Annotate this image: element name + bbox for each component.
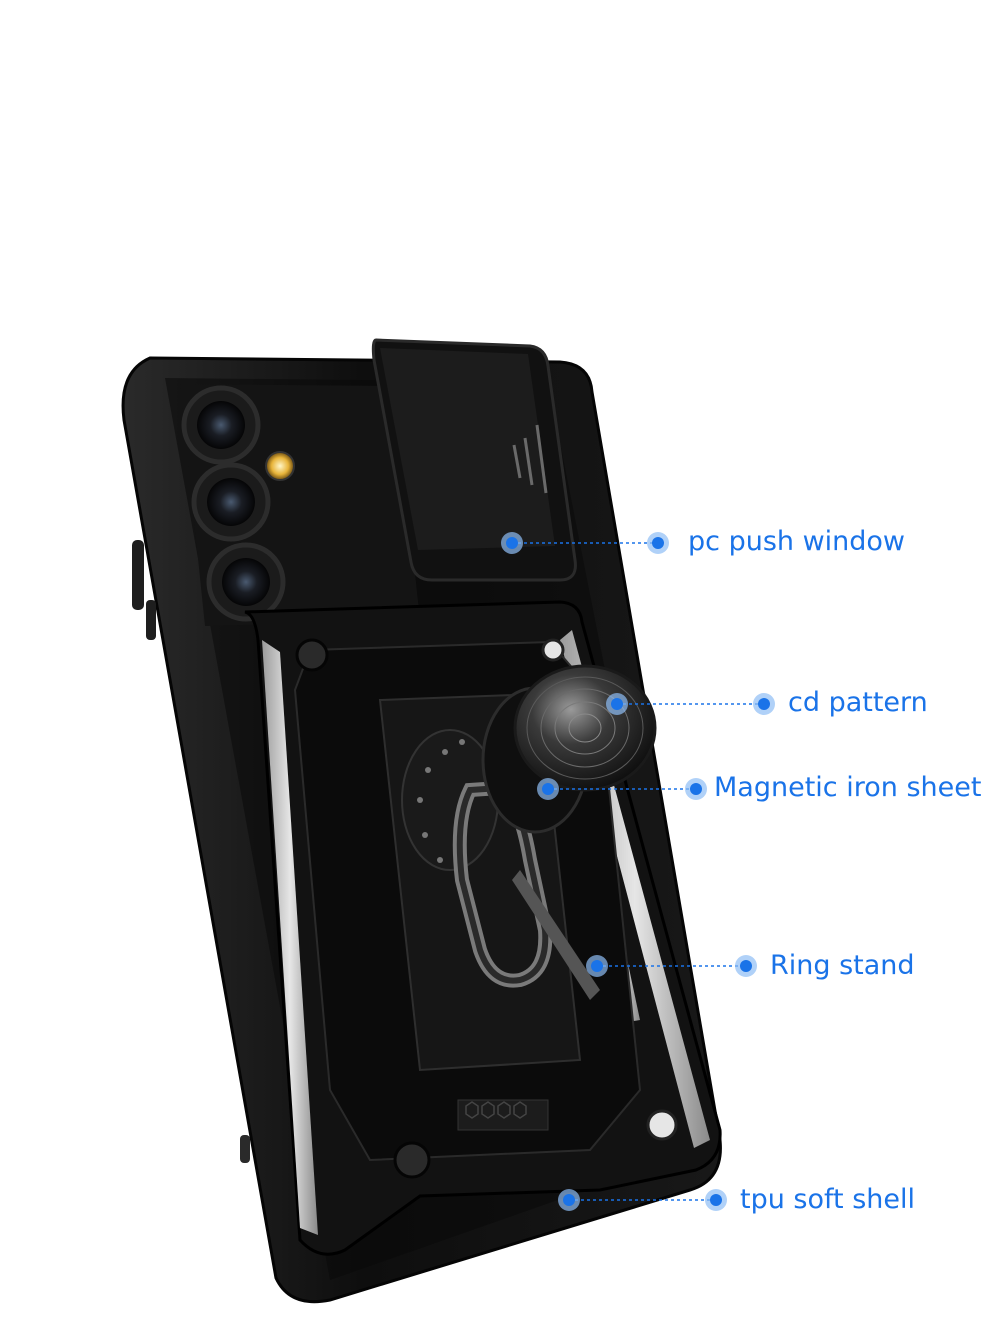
label-tpu-soft-shell: tpu soft shell — [740, 1184, 915, 1215]
callout-magnetic-iron-sheet — [537, 778, 707, 800]
callout-ring-stand — [586, 955, 757, 977]
label-pc-push-window: pc push window — [688, 526, 906, 557]
screw-hole — [295, 638, 329, 672]
callout-tpu-soft-shell — [558, 1189, 727, 1211]
callout-pc-push-window — [501, 532, 669, 554]
camera-module — [180, 384, 420, 626]
flash — [265, 451, 295, 481]
label-magnetic-iron-sheet: Magnetic iron sheet — [714, 772, 982, 803]
label-cd-pattern: cd pattern — [788, 687, 928, 718]
camera-slider — [371, 338, 577, 582]
label-ring-stand: Ring stand — [770, 950, 915, 981]
side-button — [132, 540, 144, 610]
callout-cd-pattern — [606, 693, 775, 715]
magnetic-iron-sheet — [401, 729, 499, 871]
